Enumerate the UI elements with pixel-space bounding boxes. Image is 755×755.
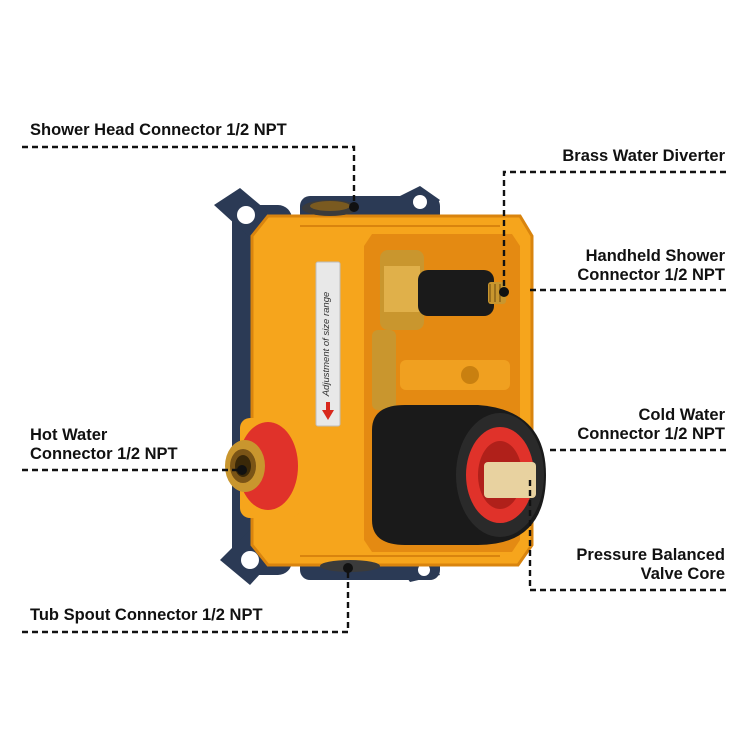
leader-brass-diverter	[502, 170, 726, 290]
endpoint-tub-spout	[343, 563, 353, 573]
label-pressure-core-line1: Pressure Balanced	[576, 546, 725, 564]
label-pressure-core-line2: Valve Core	[640, 565, 725, 583]
endpoint-hot-water	[237, 465, 247, 475]
label-hot-water-line1: Hot Water	[30, 426, 108, 444]
label-cold-water: Cold Water Connector 1/2 NPT	[577, 406, 725, 444]
internal-channel	[372, 330, 510, 410]
pressure-valve-core	[372, 405, 546, 545]
label-tub-spout: Tub Spout Connector 1/2 NPT	[30, 606, 263, 624]
label-handheld-line1: Handheld Shower	[585, 247, 725, 265]
callout-leaders	[22, 145, 726, 634]
hot-water-port	[225, 418, 300, 518]
shower-head-port	[302, 200, 358, 216]
label-shower-head: Shower Head Connector 1/2 NPT	[30, 121, 287, 139]
sticker-text: Adjustment of size range	[321, 291, 332, 397]
red-up-arrow-icon	[322, 402, 334, 420]
leader-endpoints	[237, 202, 509, 573]
size-range-sticker	[315, 261, 341, 427]
mounting-ear-top-right	[392, 186, 440, 222]
label-brass-diverter: Brass Water Diverter	[562, 147, 725, 165]
brass-diverter	[380, 250, 506, 330]
label-handheld-line2: Connector 1/2 NPT	[577, 266, 725, 284]
endpoint-shower-head	[349, 202, 359, 212]
leader-tub-spout	[22, 568, 350, 634]
label-cold-water-line2: Connector 1/2 NPT	[577, 425, 725, 443]
label-pressure-core: Pressure Balanced Valve Core	[576, 546, 725, 584]
label-cold-water-line1: Cold Water	[638, 406, 725, 424]
leader-shower-head	[22, 145, 356, 207]
label-hot-water: Hot Water Connector 1/2 NPT	[30, 426, 178, 464]
label-hot-water-line2: Connector 1/2 NPT	[30, 445, 178, 463]
leader-pressure-core	[528, 480, 726, 592]
endpoint-brass-diverter	[499, 287, 509, 297]
label-handheld: Handheld Shower Connector 1/2 NPT	[577, 247, 725, 285]
